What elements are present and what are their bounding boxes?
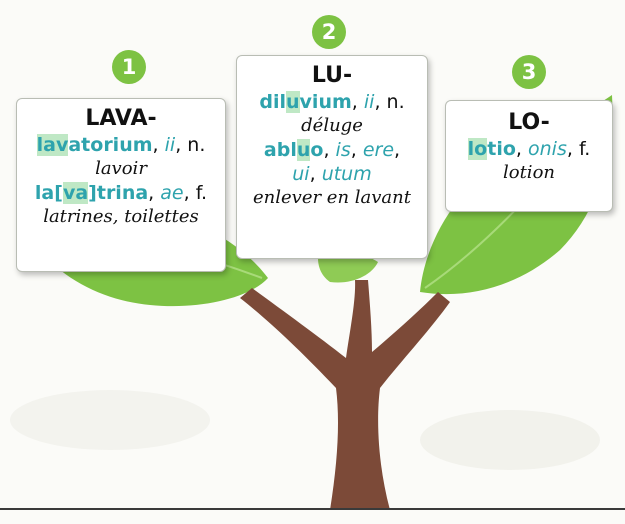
entry-translation: déluge xyxy=(301,115,363,137)
root-title: LO- xyxy=(508,110,550,135)
tree-trunk xyxy=(240,280,450,510)
root-title: LU- xyxy=(311,63,353,88)
entry-headword: diluvium, ii, n. xyxy=(259,91,405,114)
entry-headword: la[va]trina, ae, f. xyxy=(34,181,208,204)
root-title: LAVA- xyxy=(85,106,157,131)
center-leaf xyxy=(318,252,378,283)
entry-headword: lavatorium, ii, n. xyxy=(36,134,206,157)
ground-smudge xyxy=(10,390,210,450)
step-badge-3: 3 xyxy=(512,55,546,89)
entry-principal-parts: ui, utum xyxy=(292,162,372,185)
entry-translation: enlever en lavant xyxy=(253,187,411,209)
step-badge-2: 2 xyxy=(312,15,346,49)
step-badge-1: 1 xyxy=(112,50,146,84)
entry-translation: lavoir xyxy=(95,158,147,180)
root-card-lo: LO- lotio, onis, f. lotion xyxy=(445,100,613,212)
entry-headword: abluo, is, ere, xyxy=(263,138,401,161)
root-card-lu: LU- diluvium, ii, n. déluge abluo, is, e… xyxy=(236,55,428,259)
root-card-lava: LAVA- lavatorium, ii, n. lavoir la[va]tr… xyxy=(16,98,226,272)
entry-translation: lotion xyxy=(502,162,555,184)
ground-line xyxy=(0,508,625,510)
entry-headword: lotio, onis, f. xyxy=(467,138,591,161)
entry-translation: latrines, toilettes xyxy=(43,205,199,227)
ground-smudge xyxy=(420,410,600,470)
